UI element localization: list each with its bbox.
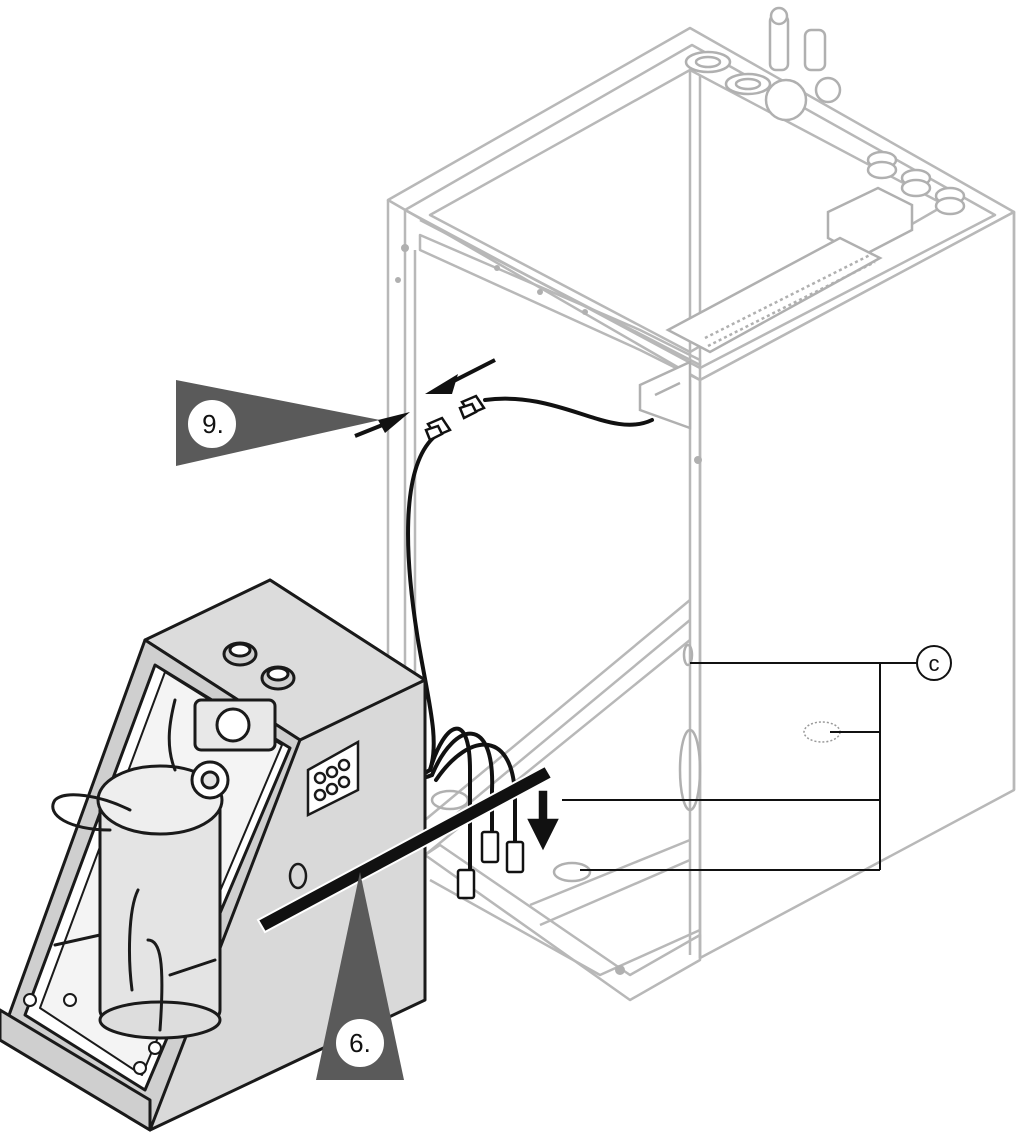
cabinet-lower-details	[430, 643, 702, 883]
step-6-indicator: 6.	[256, 764, 562, 1080]
arrow-right-icon	[378, 412, 410, 433]
callout-c-label: c	[929, 651, 940, 676]
step-9-label: 9.	[202, 409, 224, 439]
step-6-label: 6.	[349, 1028, 371, 1058]
terminal-box	[665, 186, 914, 354]
loose-plugs	[456, 830, 525, 900]
cabinet-screws	[395, 244, 702, 975]
cable-bracket	[638, 360, 692, 430]
callout-c-badge	[916, 645, 952, 681]
callout-c	[562, 645, 952, 871]
arrow-left-icon	[425, 374, 458, 394]
step-6-badge	[334, 1017, 386, 1069]
module-connectors	[288, 739, 360, 890]
pull-bar	[256, 764, 554, 934]
push-down-arrow	[524, 789, 562, 854]
top-pipe-connections	[684, 6, 966, 216]
module-top-ports	[222, 641, 296, 691]
step-9-badge	[186, 398, 238, 450]
step-6-wedge	[316, 872, 404, 1080]
step-9-indicator: 9.	[176, 358, 496, 466]
heat-pump-cabinet	[386, 26, 1016, 1002]
plug-connectors	[424, 394, 486, 442]
refrigerant-pipes	[51, 698, 217, 1032]
module-base-screws	[23, 993, 162, 1075]
